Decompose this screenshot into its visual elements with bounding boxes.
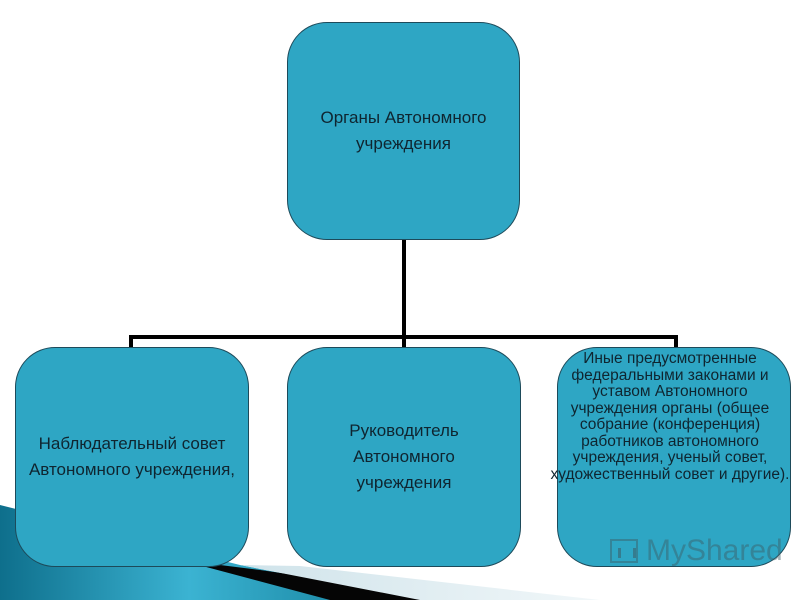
watermark-text: MyShared [646,534,783,567]
node-head-of-institution: Руководитель Автономного учреждения [287,347,521,567]
root-node-label: Органы Автономного учреждения [320,108,487,153]
root-node-autonomous-institution-bodies: Органы Автономного учреждения [287,22,520,240]
presentation-board-icon [610,539,638,563]
other-bodies-label: Иные предусмотренные федеральными закона… [550,350,790,483]
watermark: MyShared [610,534,783,568]
node-supervisory-board: Наблюдательный совет Автономного учрежде… [15,347,249,567]
node-other-bodies: Иные предусмотренные федеральными закона… [551,347,791,567]
head-of-institution-label: Руководитель Автономного учреждения [349,421,459,492]
supervisory-board-label: Наблюдательный совет Автономного учрежде… [28,434,236,479]
